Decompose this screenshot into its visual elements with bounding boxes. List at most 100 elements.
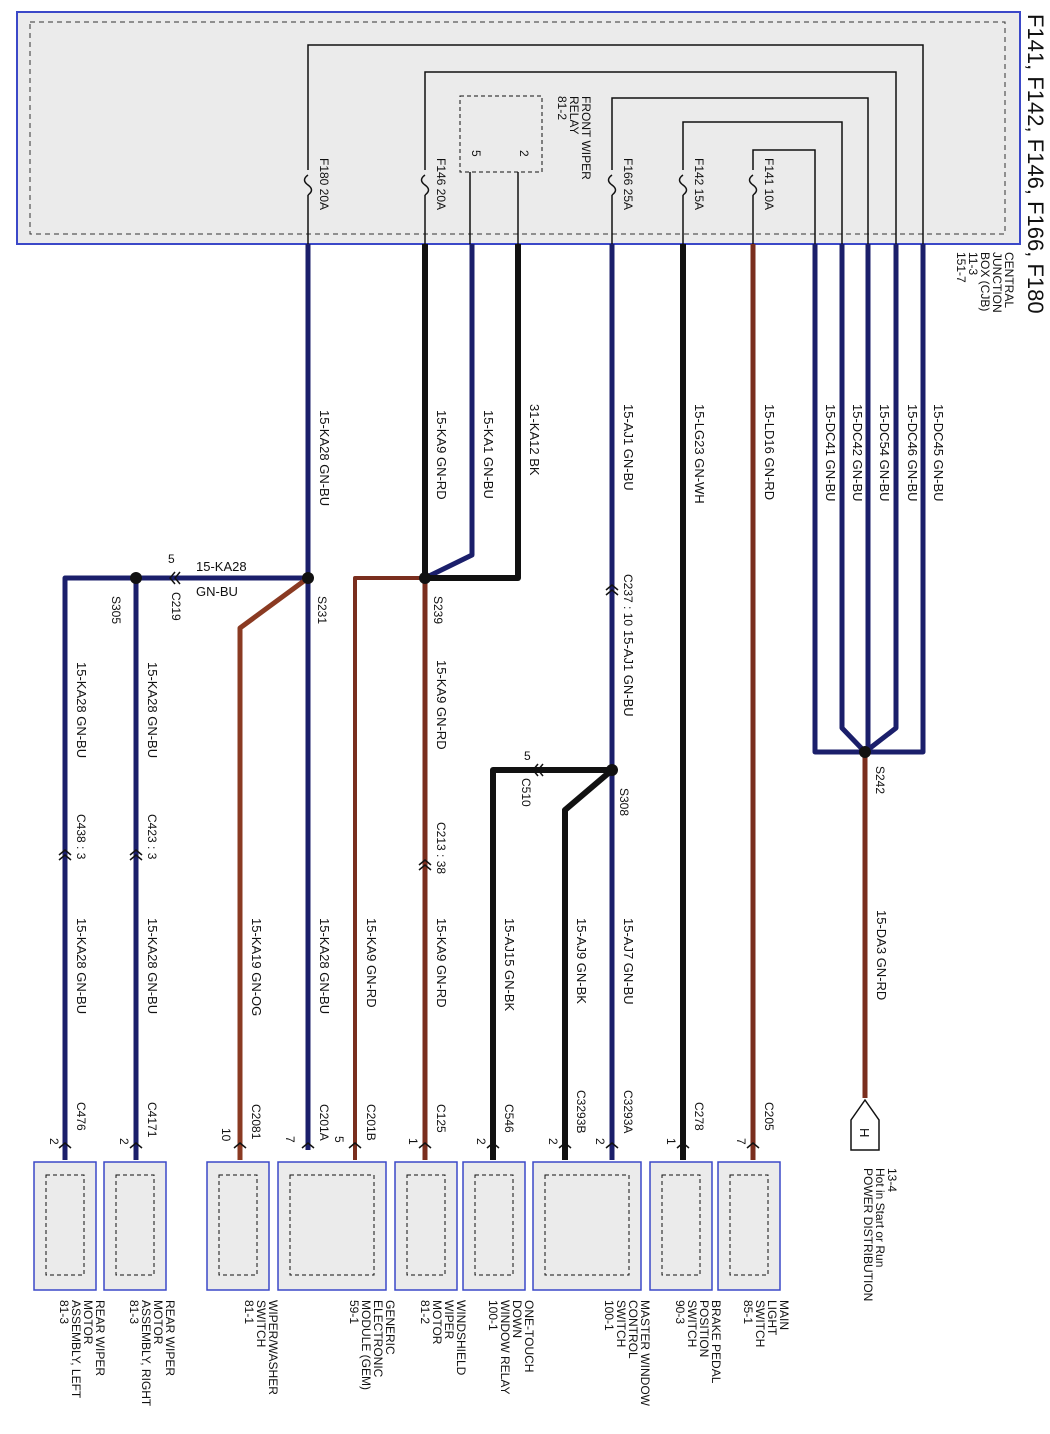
- fuse-label: F146 20A: [434, 158, 448, 210]
- component-label-line: LIGHT: [765, 1300, 779, 1336]
- component-label-line: MOTOR: [151, 1300, 165, 1345]
- component-label-line: 90-3: [673, 1300, 687, 1324]
- wire-label-aj7: 15-AJ7 GN-BU: [621, 918, 636, 1005]
- component-label-line: CONTROL: [626, 1300, 640, 1359]
- splice-s231-dot: [302, 572, 314, 584]
- power-dist-line: 13-4: [885, 1168, 899, 1192]
- wire-label-ka19: 15-KA19 GN-OG: [249, 918, 264, 1016]
- splice-label: S231: [315, 596, 329, 624]
- terminal-connector-pin: 2: [47, 1138, 61, 1145]
- terminal-connector-id: C546: [502, 1104, 516, 1133]
- component-label-line: 81-2: [418, 1300, 432, 1324]
- front-wiper-relay: [459, 95, 543, 173]
- wires: [62, 244, 926, 1160]
- terminal-connector-id: C2081: [249, 1104, 263, 1140]
- relay-label-line: RELAY: [567, 96, 581, 134]
- connector-c510: C510: [519, 778, 533, 807]
- wire-label-ka28-circuit: 15-KA28: [196, 559, 247, 574]
- cjb-name-line: JUNCTION: [990, 252, 1004, 313]
- component-label-line: 100-1: [602, 1300, 616, 1331]
- splice-s239-dot: [419, 572, 431, 584]
- wire-15-dc45: [865, 244, 926, 755]
- power-distribution-h: H: [857, 1128, 872, 1137]
- terminal-connector-pin: 2: [593, 1138, 607, 1145]
- component-label-line: 59-1: [347, 1300, 361, 1324]
- fuse-f146-icon: [420, 174, 430, 196]
- wire-label-ka9_mid: 15-KA9 GN-RD: [434, 660, 449, 750]
- connector-c510-pin: 5: [524, 749, 531, 763]
- cjb-internal-wiring: [307, 44, 924, 244]
- terminal-connector-id: C201A: [317, 1104, 331, 1141]
- wire-label-dc46: 15-DC46 GN-BU: [905, 404, 920, 502]
- wire-label-dc42: 15-DC42 GN-BU: [850, 404, 865, 502]
- component-wiper-washer-switch: [206, 1161, 270, 1291]
- wire-label-da3: 15-DA3 GN-RD: [874, 910, 889, 1000]
- power-distribution-symbol: [850, 1098, 880, 1151]
- terminal-connector-pin: 2: [546, 1138, 560, 1145]
- component-label-line: MASTER WINDOW: [638, 1300, 652, 1407]
- c219-icon: [169, 571, 181, 585]
- connector-c237: C237 : 10: [621, 574, 635, 626]
- component-label-line: GENERIC: [383, 1300, 397, 1355]
- terminal-connector-pin: 1: [406, 1138, 420, 1145]
- fuse-label: F180 20A: [317, 158, 331, 210]
- component-label-line: REAR WIPER: [93, 1300, 107, 1376]
- fuse-f180-icon: [303, 174, 313, 196]
- terminal-connector-id: C278: [692, 1102, 706, 1131]
- component-label-line: BRAKE PEDAL: [709, 1300, 723, 1384]
- splice-label: S239: [431, 596, 445, 624]
- wire-label-ka28-color: GN-BU: [196, 584, 238, 599]
- wire-label-ka9_gem: 15-KA9 GN-RD: [364, 918, 379, 1008]
- relay-label-line: 81-2: [555, 96, 569, 120]
- terminal-connector-id: C3293B: [574, 1090, 588, 1133]
- component-label-line: WINDSHIELD: [454, 1300, 468, 1376]
- component-label-line: SWITCH: [685, 1300, 699, 1347]
- component-windshield-wiper-motor: [394, 1161, 458, 1291]
- component-label-line: ELECTRONIC: [371, 1300, 385, 1378]
- component-label-line: 100-1: [486, 1300, 500, 1331]
- component-label-line: SWITCH: [254, 1300, 268, 1347]
- component-label-line: REAR WIPER: [163, 1300, 177, 1376]
- wire-label-ld16: 15-LD16 GN-RD: [762, 404, 777, 500]
- wire-label-ka28_left_d: 15-KA28 GN-BU: [145, 918, 160, 1014]
- c213-icon: [418, 859, 432, 871]
- terminal-connector-id: C201B: [364, 1104, 378, 1141]
- terminal-pins: [58, 1142, 760, 1149]
- wire-label-ka28_gem: 15-KA28 GN-BU: [317, 918, 332, 1014]
- component-label-line: 81-3: [127, 1300, 141, 1324]
- terminal-connector-pin: 2: [474, 1138, 488, 1145]
- cjb-name-line: BOX (CJB): [978, 252, 992, 311]
- component-rear-wiper-right: [103, 1161, 167, 1291]
- wire-label-aj15: 15-AJ15 GN-BK: [502, 918, 517, 1012]
- component-label-line: WIPER: [442, 1300, 456, 1340]
- terminal-connector-pin: 7: [734, 1138, 748, 1145]
- connector-c438: C438 : 3: [74, 814, 88, 860]
- component-label-line: MOTOR: [81, 1300, 95, 1345]
- fuse-f142-icon: [678, 174, 688, 196]
- fuse-label: F166 25A: [621, 158, 635, 210]
- relay-pin-5: 5: [469, 150, 483, 157]
- splice-label: S305: [109, 596, 123, 624]
- splice-s308-dot: [606, 764, 618, 776]
- cjb-name-line: CENTRAL: [1002, 252, 1016, 308]
- component-main-light-switch: [717, 1161, 781, 1291]
- component-label-line: ASSEMBLY, LEFT: [69, 1300, 83, 1399]
- relay-pin-2: 2: [517, 150, 531, 157]
- wire-15-ka28-left: [62, 575, 308, 1160]
- component-label-line: 81-1: [242, 1300, 256, 1324]
- splice-label: S242: [873, 766, 887, 794]
- terminal-connector-id: C3293A: [621, 1090, 635, 1133]
- wire-label-dc54: 15-DC54 GN-BU: [877, 404, 892, 502]
- component-label-line: POSITION: [697, 1300, 711, 1357]
- component-label-line: 85-1: [741, 1300, 755, 1324]
- terminal-connector-id: C476: [74, 1102, 88, 1131]
- relay-label-line: FRONT WIPER: [579, 96, 593, 180]
- wire-15-aj9: [562, 767, 614, 1160]
- component-label-line: ONE-TOUCH: [522, 1300, 536, 1372]
- wire-15-dc46: [863, 244, 899, 754]
- wire-15-dc42: [839, 244, 867, 754]
- fuse-label: F142 15A: [692, 158, 706, 210]
- component-rear-wiper-left: [33, 1161, 97, 1291]
- component-label-line: WIPER/WASHER: [266, 1300, 280, 1395]
- component-one-touch-relay: [462, 1161, 526, 1291]
